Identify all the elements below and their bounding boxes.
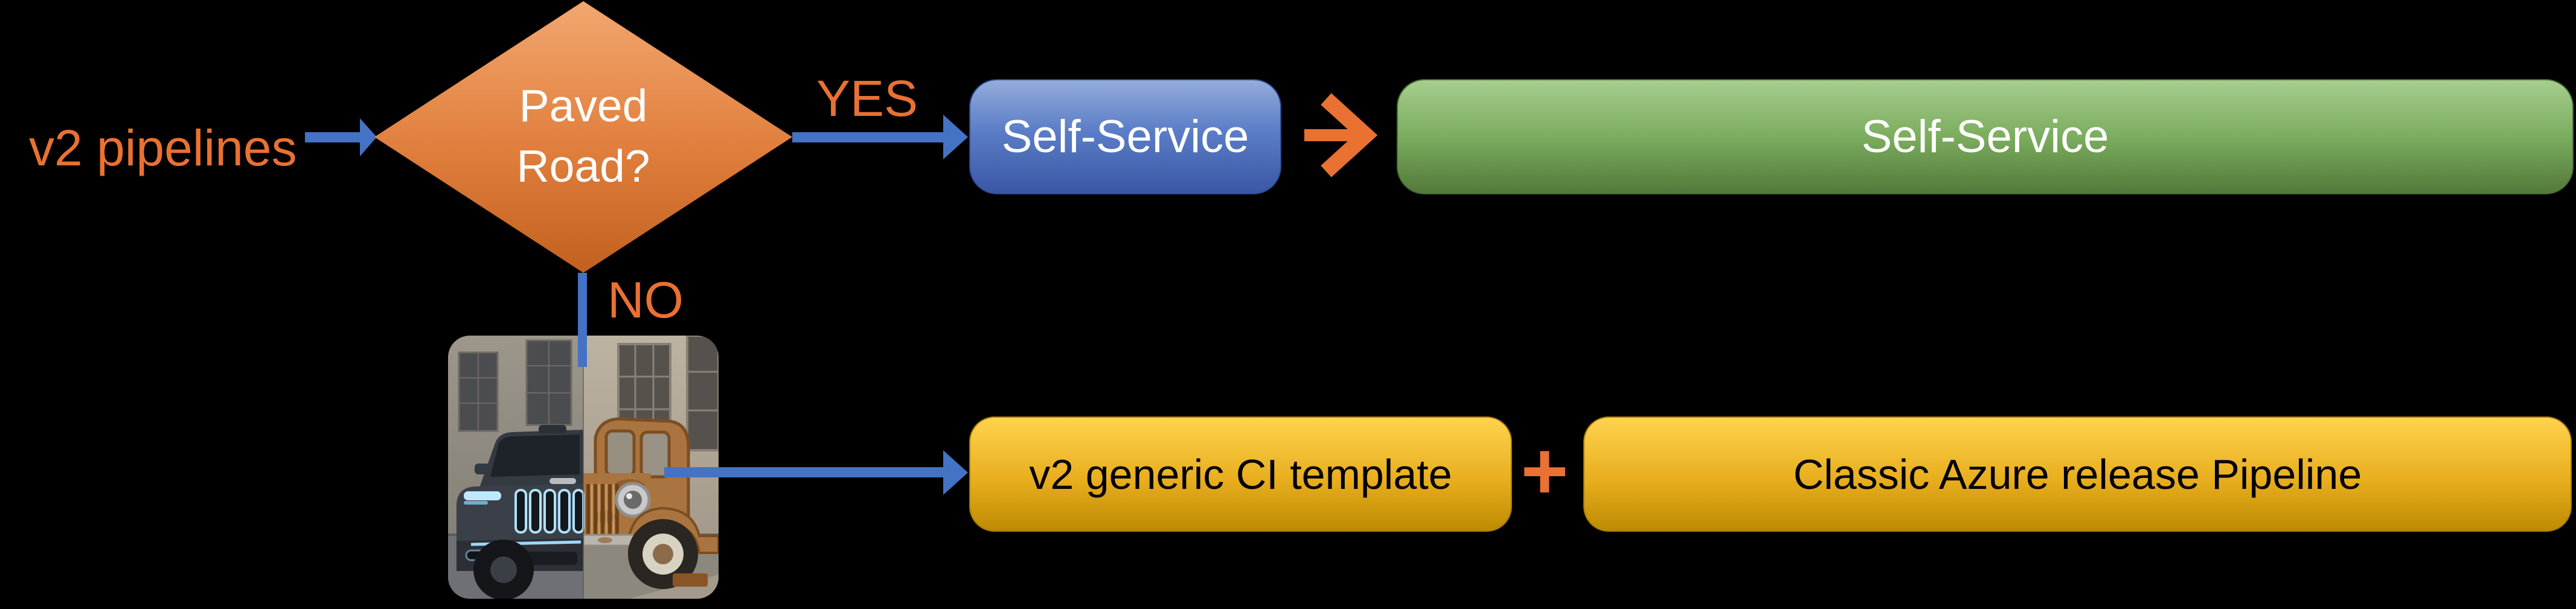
decision-label: Paved Road? [457,75,710,196]
no-connector-into-image [578,336,587,367]
release-pipeline-box: Classic Azure release Pipeline [1583,416,2572,532]
split-car-image [448,336,719,599]
decision-diamond [374,1,792,273]
decision-label-line2: Road? [516,141,650,191]
start-label: v2 pipelines [29,120,297,176]
no-label: NO [607,272,684,328]
transform-arrow-icon [1304,93,1378,177]
split-car-art [448,336,719,599]
yes-label: YES [816,70,918,127]
no-connector-line [578,273,587,351]
ci-template-box: v2 generic CI template [969,416,1512,532]
arrow-start-to-decision-icon [305,118,377,156]
arrow-no-to-ci-template-icon [664,450,968,495]
self-service-blue-box: Self-Service [969,79,1281,194]
decision-label-line1: Paved [519,80,648,131]
self-service-green-box: Self-Service [1397,79,2574,194]
arrow-yes-icon [792,115,968,159]
plus-operator: + [1520,425,1569,517]
